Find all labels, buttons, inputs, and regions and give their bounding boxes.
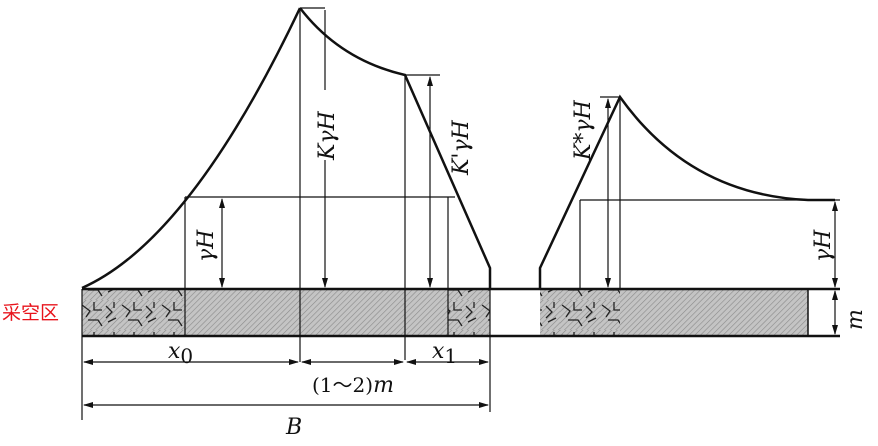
goaf-zone-left <box>82 289 185 336</box>
goaf-zone-middle <box>448 289 490 336</box>
k-prime-gamma-h-label: K'γH <box>449 119 474 176</box>
pressure-curves <box>81 7 840 420</box>
width-b-label: B <box>285 415 302 440</box>
coal-seam <box>82 287 840 338</box>
range-label: (1～2)m <box>312 373 394 398</box>
k-star-gamma-h-label: K*γH <box>571 99 596 161</box>
k-gamma-h-label: KγH <box>315 110 340 161</box>
seam-thickness-label: m <box>843 309 868 330</box>
dimension-arrows <box>83 10 838 408</box>
gamma-h-left-label: γH <box>194 229 219 262</box>
goaf-label: 采空区 <box>2 302 60 324</box>
x0-label: x0 <box>168 339 193 368</box>
goaf-zone-right <box>540 289 620 336</box>
gamma-h-right-label: γH <box>811 229 836 262</box>
x1-label: x1 <box>432 339 457 368</box>
